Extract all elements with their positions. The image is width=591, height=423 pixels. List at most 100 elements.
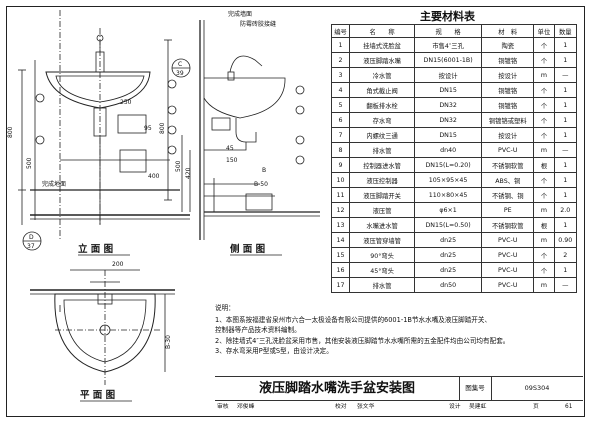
table-cell: 角式截止阀 [349,82,416,98]
header-name: 名 称 [349,24,416,38]
front-view-label: 立 面 图 [78,243,113,255]
table-cell: DN15(L=0.50) [414,217,483,233]
materials-table-title: 主要材料表 [420,10,475,23]
table-cell: 2 [330,52,351,68]
note-line: 3、存水弯采用P型或S型，由设计决定。 [215,347,333,355]
atlas-number: 09S304 [491,377,583,401]
note-line: 2、除挂墙式4″三孔洗脸盆采用市售，其他安装液压脚踏节水水嘴所需的五金配件均由公… [215,336,510,345]
table-cell: 按设计 [481,67,535,83]
table-cell: 排水管 [349,142,416,158]
table-cell: 铜镀铬 [481,52,535,68]
table-cell: dn40 [414,142,483,158]
table-cell: 7 [330,127,351,143]
table-cell: 1 [553,127,578,143]
table-cell: DN32 [414,112,483,128]
dim-800-side: 800 [159,122,166,134]
table-cell: 液压管 [349,202,416,218]
table-cell: PVC-U [481,247,535,263]
side-ref-letter: C [178,61,182,68]
table-cell: 按设计 [414,67,483,83]
table-cell: 铜镀铬或塑料 [481,112,535,128]
check-label: 校对 [335,404,347,410]
table-cell: 液压脚踏开关 [349,187,416,203]
table-cell: 液压控制器 [349,172,416,188]
table-cell: 2 [553,247,578,263]
dim-B: B [262,167,266,174]
checker: 张文华 [357,404,375,410]
tile-label: 完成墙面 [228,10,252,18]
table-cell: DN15 [414,127,483,143]
table-cell: 0.90 [553,232,578,248]
table-cell: 5 [330,97,351,113]
header-unit: 单位 [533,24,555,38]
table-cell: 11 [330,187,351,203]
table-cell: DN15(L=0.20) [414,157,483,173]
floor-label: 完成地面 [42,180,66,188]
table-cell: 不锈钢、铜 [481,187,535,203]
table-cell: DN32 [414,97,483,113]
table-cell: φ6×1 [414,202,483,218]
table-cell: 13 [330,217,351,233]
atlas-label: 图集号 [459,377,492,401]
table-cell: ABS、铜 [481,172,535,188]
table-cell: 个 [533,247,555,263]
table-cell: 排水管 [349,277,416,293]
table-cell: 17 [330,277,351,293]
table-cell: 105×95×45 [414,172,483,188]
note-line: 1、本图系按福建省泉州市六合一太极设备有限公司提供的6001-1B节水水嘴及液压… [215,315,492,324]
dim-250: 250 [120,99,132,106]
reviewer: 邓俊峰 [237,404,255,410]
table-cell: 个 [533,127,555,143]
dim-95: 95 [144,125,152,132]
dim-B30: B-30 [165,335,172,349]
table-cell: 陶瓷 [481,37,535,53]
table-cell: 15 [330,247,351,263]
table-cell: 根 [533,157,555,173]
design-label: 设计 [449,404,461,410]
dim-500-side: 500 [175,160,182,172]
table-cell: 1 [553,97,578,113]
table-cell: 8 [330,142,351,158]
dim-45: 45 [226,145,234,152]
dim-B50: B-50 [254,181,268,188]
table-cell: 16 [330,262,351,278]
table-cell: 存水弯 [349,112,416,128]
table-cell: 1 [553,112,578,128]
drawing-title: 液压脚踏水嘴洗手盆安装图 [215,377,460,401]
table-cell: 个 [533,112,555,128]
table-cell: 个 [533,52,555,68]
page-label: 页 [533,404,539,410]
table-cell: 不锈钢软管 [481,217,535,233]
table-cell: 控制器进水管 [349,157,416,173]
table-cell: DN15(6001-1B) [414,52,483,68]
table-cell: 4 [330,82,351,98]
signature-row: 审核 邓俊峰 校对 张文华 设计 吴建虹 页 61 [215,400,583,415]
table-cell: 冷水管 [349,67,416,83]
header-spec: 规 格 [414,24,483,38]
dim-420: 420 [185,167,192,179]
moisture-label: 防霉砖胶接缝 [240,20,276,28]
table-cell: 个 [533,82,555,98]
table-cell: 10 [330,172,351,188]
notes: 说明： 1、本图系按福建省泉州市六合一太极设备有限公司提供的6001-1B节水水… [215,303,509,357]
table-cell: PVC-U [481,262,535,278]
table-cell: m [533,142,555,158]
header-qty: 数量 [553,24,578,38]
table-cell: — [553,142,578,158]
table-cell: 挂墙式洗脸盆 [349,37,416,53]
table-cell: 3 [330,67,351,83]
table-cell: m [533,202,555,218]
table-cell: — [553,277,578,293]
header-no: 编号 [330,24,351,38]
table-cell: 1 [553,172,578,188]
